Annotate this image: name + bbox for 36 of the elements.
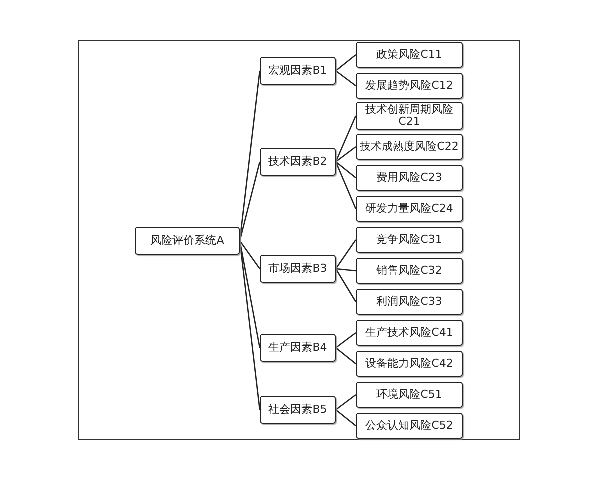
process-box: 技术创新周期风险C21 — [356, 102, 463, 130]
connector-line — [336, 394, 356, 411]
connector-line — [239, 240, 261, 348]
process-box: 销售风险C32 — [356, 258, 463, 284]
connector-line — [336, 146, 356, 163]
connector-line — [336, 348, 356, 364]
process-box: 风险评价系统A — [135, 227, 240, 255]
process-box: 政策风险C11 — [356, 42, 463, 68]
connector-line — [335, 268, 357, 302]
connector-line — [335, 240, 357, 270]
process-box: 费用风险C23 — [356, 165, 463, 191]
connector-line — [336, 332, 356, 349]
process-box: 技术因素B2 — [260, 148, 336, 176]
process-box: 生产因素B4 — [260, 334, 336, 362]
process-box: 设备能力风险C42 — [356, 351, 463, 377]
process-box: 宏观因素B1 — [260, 57, 336, 85]
process-box: 公众认知风险C52 — [356, 413, 463, 439]
process-box: 市场因素B3 — [260, 255, 336, 283]
connector-line — [336, 70, 356, 87]
process-box: 社会因素B5 — [260, 396, 336, 424]
connector-line — [239, 162, 261, 242]
connector-line — [336, 410, 356, 426]
process-box: 环境风险C51 — [356, 382, 463, 408]
connector-line — [335, 162, 357, 210]
process-box: 利润风险C33 — [356, 289, 463, 315]
process-box: 生产技术风险C41 — [356, 320, 463, 346]
connector-line — [336, 54, 356, 72]
process-box: 技术成熟度风险C22 — [356, 134, 463, 160]
process-box: 发展趋势风险C12 — [356, 73, 463, 99]
connector-line — [239, 240, 261, 410]
connector-line — [335, 116, 357, 162]
process-box: 研发力量风险C24 — [356, 196, 463, 222]
process-box: 竞争风险C31 — [356, 227, 463, 253]
connector-line — [336, 162, 356, 178]
connector-line — [239, 240, 261, 270]
connector-line — [336, 268, 356, 272]
